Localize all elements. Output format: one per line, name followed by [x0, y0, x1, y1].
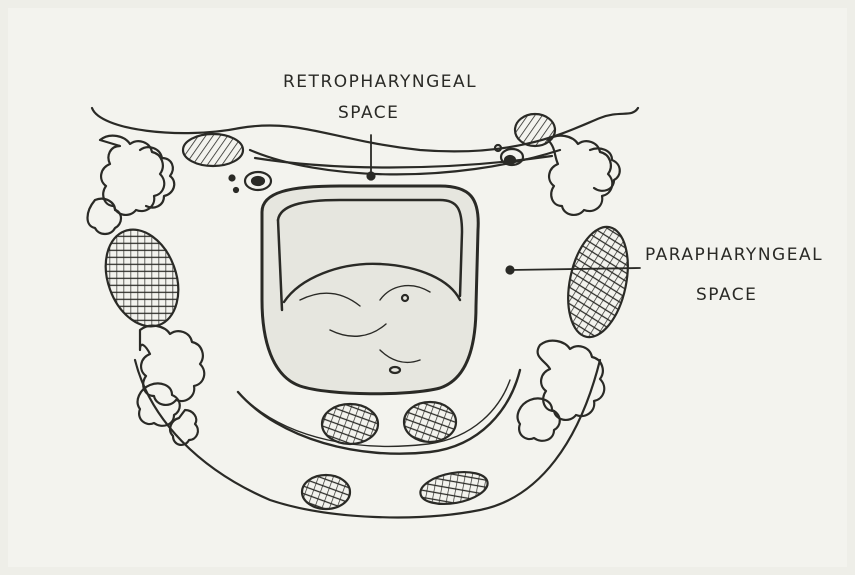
- parapharyngeal-label-line1: PARAPHARYNGEAL: [645, 245, 823, 265]
- strap-muscle-left: [322, 404, 378, 444]
- retropharyngeal-marker: [368, 173, 375, 180]
- retropharyngeal-label-line1: RETROPHARYNGEAL: [283, 72, 477, 92]
- strap-muscle-right: [404, 402, 456, 442]
- parapharyngeal-marker: [507, 267, 514, 274]
- parapharyngeal-label-line2: SPACE: [696, 285, 757, 305]
- pharynx: [262, 186, 478, 394]
- retropharyngeal-label-line2: SPACE: [338, 103, 399, 123]
- lower-muscle-left: [302, 475, 350, 509]
